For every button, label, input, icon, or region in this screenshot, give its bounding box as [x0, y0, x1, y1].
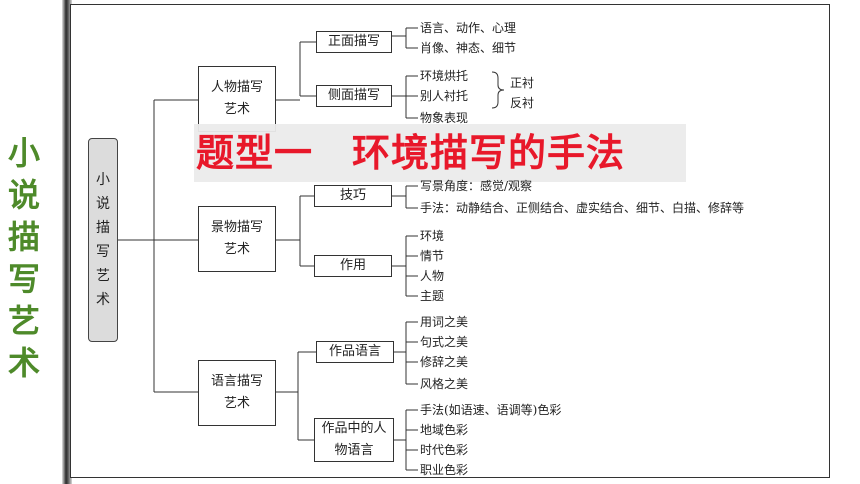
node-function: 作用 — [314, 255, 392, 277]
leaf-item: 主题 — [420, 289, 445, 303]
leaf-item: 写景角度：感觉/观察 — [420, 179, 533, 193]
leaf-item: 手法(如语速、语调等)色彩 — [420, 403, 562, 417]
leaf-item: 物象表现 — [420, 111, 469, 125]
node-label: 正面描写 — [327, 34, 380, 49]
diagram-frame — [70, 4, 830, 478]
leaf-item: 职业色彩 — [420, 463, 469, 477]
node-work-language: 作品语言 — [316, 341, 394, 363]
side-title-char: 小 — [7, 134, 40, 172]
root-char: 小 — [96, 172, 110, 188]
node-technique: 技巧 — [314, 185, 392, 207]
side-title-char: 说 — [7, 176, 40, 214]
leaf-item: 句式之美 — [420, 335, 469, 349]
leaf-item: 风格之美 — [420, 377, 469, 391]
node-label: 景物描写艺术 — [211, 220, 264, 257]
leaf-item: 人物 — [420, 269, 445, 283]
node-character-description: 人物描写艺术 — [198, 66, 276, 132]
leaf-item: 修辞之美 — [420, 355, 469, 369]
node-label: 作品语言 — [328, 344, 381, 359]
side-title-char: 术 — [7, 344, 40, 382]
leaf-item: 环境 — [420, 229, 445, 243]
leaf-item: 情节 — [420, 249, 445, 263]
leaf-item: 时代色彩 — [420, 443, 469, 457]
brush-stroke-divider — [62, 0, 72, 484]
leaf-item: 肖像、神态、细节 — [420, 41, 517, 55]
node-indirect-description: 侧面描写 — [316, 85, 392, 107]
root-char: 描 — [96, 220, 110, 236]
side-title-char: 艺 — [7, 302, 40, 340]
node-language-description: 语言描写艺术 — [198, 360, 276, 426]
leaf-item: 别人衬托 — [420, 89, 469, 103]
node-label: 技巧 — [339, 188, 366, 203]
root-char: 术 — [96, 292, 110, 308]
leaf-item: 用词之美 — [420, 315, 469, 329]
root-node: 小 说 描 写 艺 术 — [88, 138, 118, 342]
contrast-label: 正衬 — [510, 76, 535, 90]
leaf-item: 环境烘托 — [420, 69, 469, 83]
leaf-item: 地域色彩 — [420, 423, 469, 437]
node-label: 作品中的人物语言 — [321, 421, 387, 458]
root-char: 艺 — [96, 268, 110, 284]
leaf-item: 语言、动作、心理 — [420, 21, 517, 35]
side-title-char: 描 — [7, 218, 40, 256]
node-label: 语言描写艺术 — [211, 374, 264, 411]
node-scenery-description: 景物描写艺术 — [198, 206, 276, 272]
leaf-item: 手法：动静结合、正侧结合、虚实结合、细节、白描、修辞等 — [420, 201, 745, 215]
side-title-char: 写 — [7, 260, 40, 298]
node-character-language: 作品中的人物语言 — [314, 418, 394, 462]
node-label: 人物描写艺术 — [211, 80, 264, 117]
root-char: 说 — [96, 196, 110, 212]
node-label: 作用 — [339, 258, 366, 273]
node-label: 侧面描写 — [327, 88, 380, 103]
banner-title: 题型一 环境描写的手法 — [196, 131, 626, 175]
root-char: 写 — [96, 244, 110, 260]
contrast-label: 反衬 — [510, 96, 535, 110]
node-direct-description: 正面描写 — [316, 31, 392, 53]
banner-background — [194, 124, 686, 182]
side-title: 小 说 描 写 艺 术 — [4, 132, 44, 384]
